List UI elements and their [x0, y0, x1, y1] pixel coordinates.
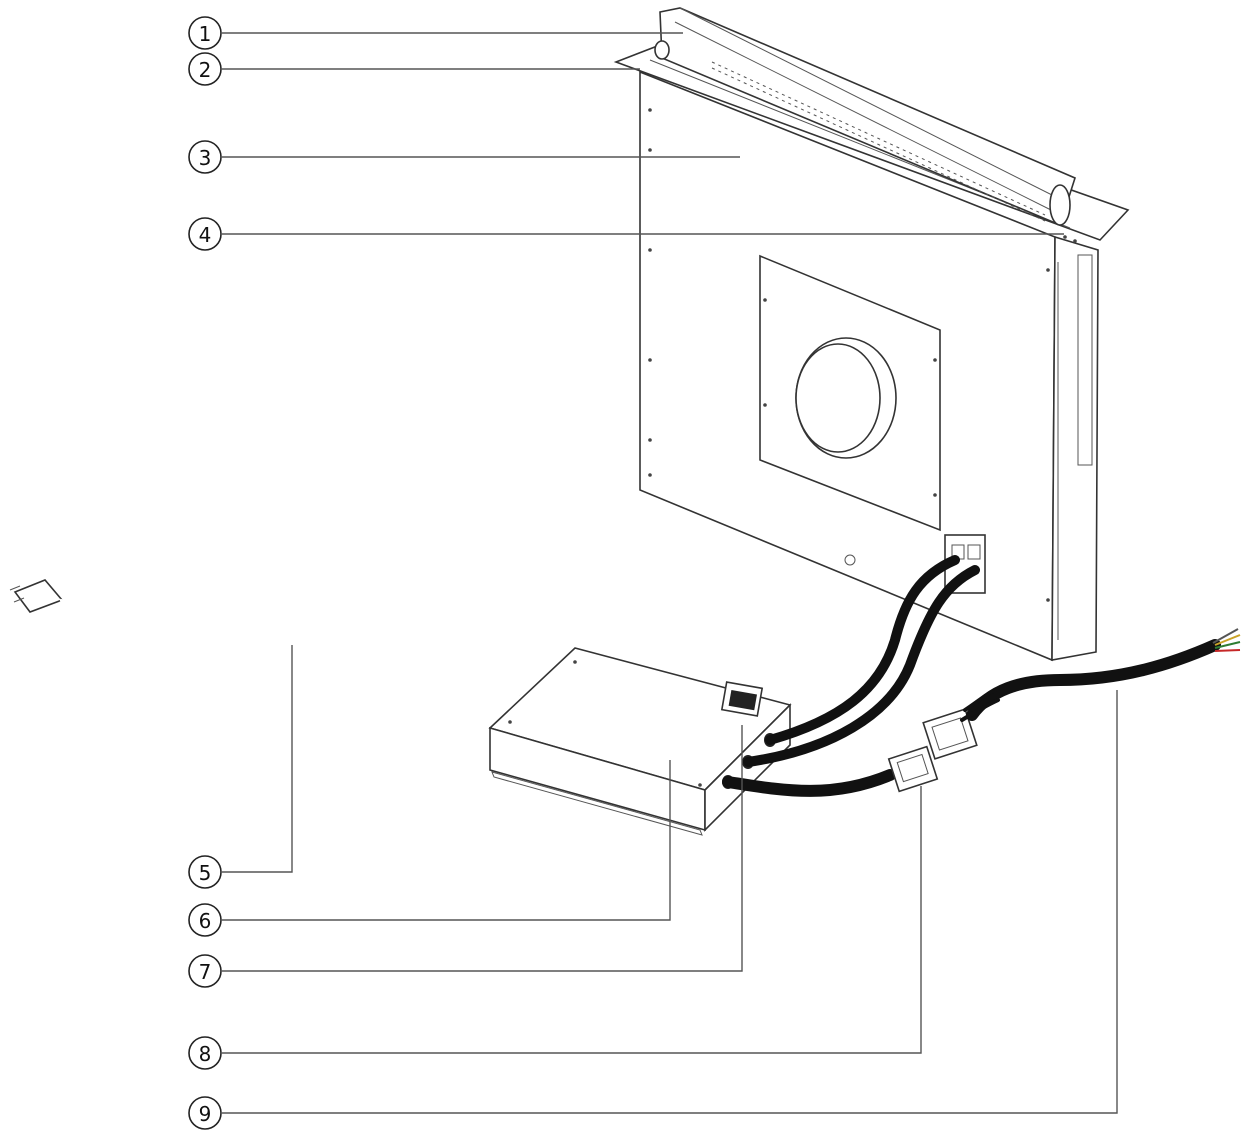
callout-4: 4 [188, 217, 222, 251]
cables [722, 555, 1241, 797]
callout-6: 6 [188, 903, 222, 937]
connector-9 [922, 708, 978, 760]
callout-9: 9 [188, 1096, 222, 1130]
svg-text:9: 9 [199, 1102, 212, 1126]
side-slot [1077, 254, 1093, 466]
leader-8 [222, 786, 922, 1054]
top-assembly [613, 7, 1130, 243]
motor-cable-1 [765, 555, 960, 745]
motor-cable-2 [743, 565, 980, 767]
callout-7: 7 [188, 954, 222, 988]
svg-text:6: 6 [199, 909, 212, 933]
cord-line [59, 599, 521, 733]
plug [13, 579, 64, 613]
svg-text:4: 4 [199, 223, 212, 247]
callout-3: 3 [188, 140, 222, 174]
callout-2: 2 [188, 52, 222, 86]
leader-6 [222, 760, 671, 921]
hood-body [639, 70, 1099, 662]
svg-text:5: 5 [199, 861, 212, 885]
svg-text:2: 2 [199, 58, 212, 82]
callout-5: 5 [188, 855, 222, 889]
callout-1: 1 [188, 16, 222, 50]
svg-text:8: 8 [199, 1042, 212, 1066]
leader-lines [222, 32, 1118, 1114]
harness-cable [966, 639, 1221, 721]
callouts: 1 2 3 4 5 6 7 8 [188, 16, 222, 1130]
svg-text:1: 1 [199, 22, 212, 46]
fan-opening [795, 343, 881, 453]
leader-9 [222, 690, 1118, 1114]
connector-8 [887, 745, 939, 793]
control-box [488, 647, 792, 836]
callout-8: 8 [188, 1036, 222, 1070]
side-panel [1051, 235, 1099, 661]
leader-5 [222, 645, 293, 873]
svg-text:3: 3 [199, 146, 212, 170]
control-cable [722, 769, 896, 797]
power-cord [9, 579, 521, 734]
leader-7 [222, 725, 743, 972]
svg-text:7: 7 [199, 960, 212, 984]
